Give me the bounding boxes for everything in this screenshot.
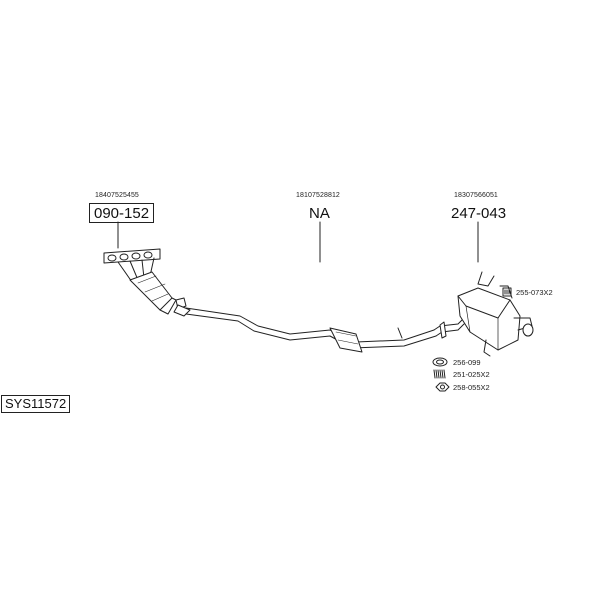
part-number-middle[interactable]: NA	[309, 205, 330, 222]
system-code-label: SYS11572	[1, 395, 71, 413]
oe-number-middle: 18107528812	[296, 192, 340, 199]
rear-pipe	[433, 317, 465, 339]
spring-icon	[433, 369, 446, 379]
part-number-manifold[interactable]: 090-152	[89, 203, 155, 223]
small-part-label-clamp[interactable]: 255-073X2	[516, 288, 553, 297]
front-pipe	[173, 304, 437, 349]
small-part-label-nut[interactable]: 258-055X2	[453, 383, 490, 392]
small-part-label-gasket[interactable]: 256-099	[453, 358, 481, 367]
oe-number-manifold: 18407525455	[95, 192, 139, 199]
middle-silencer	[329, 327, 403, 353]
nut-icon	[435, 382, 450, 392]
part-number-rear[interactable]: 247-043	[451, 205, 507, 222]
gasket-ring-icon	[432, 357, 448, 367]
clamp-icon	[502, 287, 512, 297]
small-part-label-spring[interactable]: 251-025X2	[453, 370, 490, 379]
oe-number-rear: 18307566051	[454, 192, 498, 199]
exhaust-manifold-catalyst	[103, 248, 187, 315]
rear-silencer	[457, 271, 534, 357]
